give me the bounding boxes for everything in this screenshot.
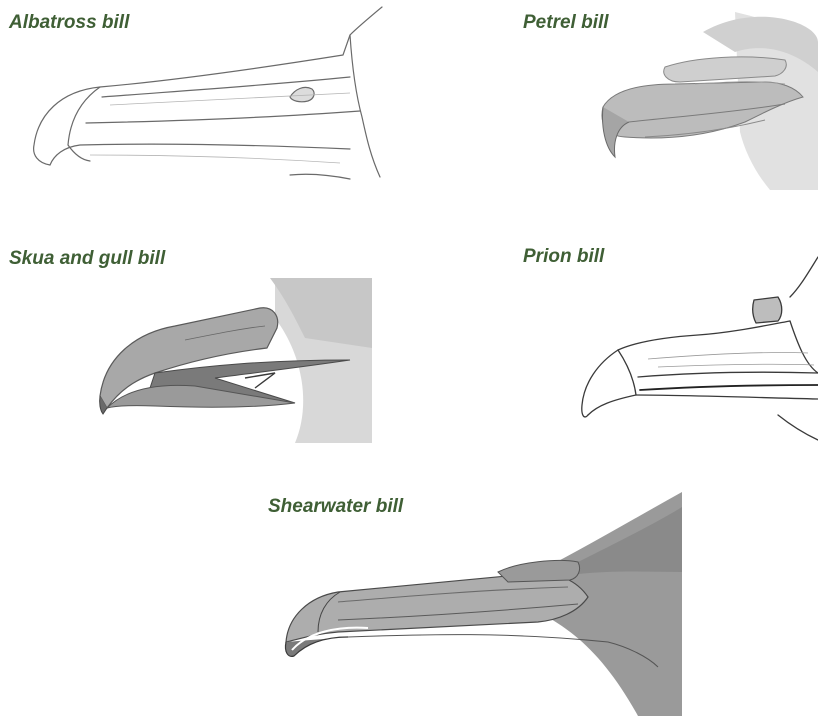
petrel-bill-drawing xyxy=(585,12,818,190)
prion-bill-drawing xyxy=(578,255,818,445)
shearwater-bill-drawing xyxy=(278,492,682,716)
skua-and-gull-bill-drawing xyxy=(95,278,372,443)
skua-and-gull-bill-label: Skua and gull bill xyxy=(9,248,165,270)
albatross-bill-drawing xyxy=(20,5,390,185)
